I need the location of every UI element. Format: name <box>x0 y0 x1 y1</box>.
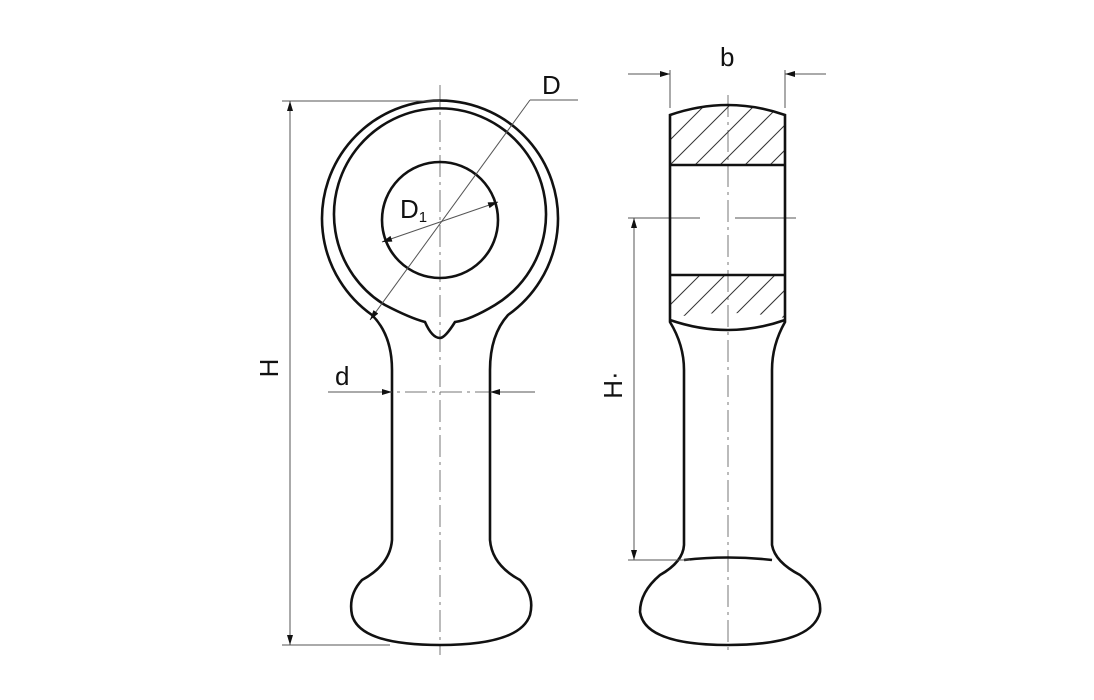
dimension-D <box>369 99 531 321</box>
label-H1: H· <box>598 371 628 398</box>
label-H: H <box>254 359 284 378</box>
eye-outer-contour <box>320 99 560 647</box>
hatch-top <box>670 105 785 165</box>
side-contour <box>638 103 822 647</box>
hatch-bottom <box>670 275 785 318</box>
dimension-D1 <box>381 201 499 243</box>
side-view: b H· <box>598 42 826 655</box>
label-D1: D1 <box>400 194 427 226</box>
front-view: D D1 H d <box>254 70 578 655</box>
eye-inner-contour <box>332 107 548 340</box>
label-D: D <box>542 70 561 100</box>
label-d: d <box>335 361 349 391</box>
label-b: b <box>720 42 734 72</box>
